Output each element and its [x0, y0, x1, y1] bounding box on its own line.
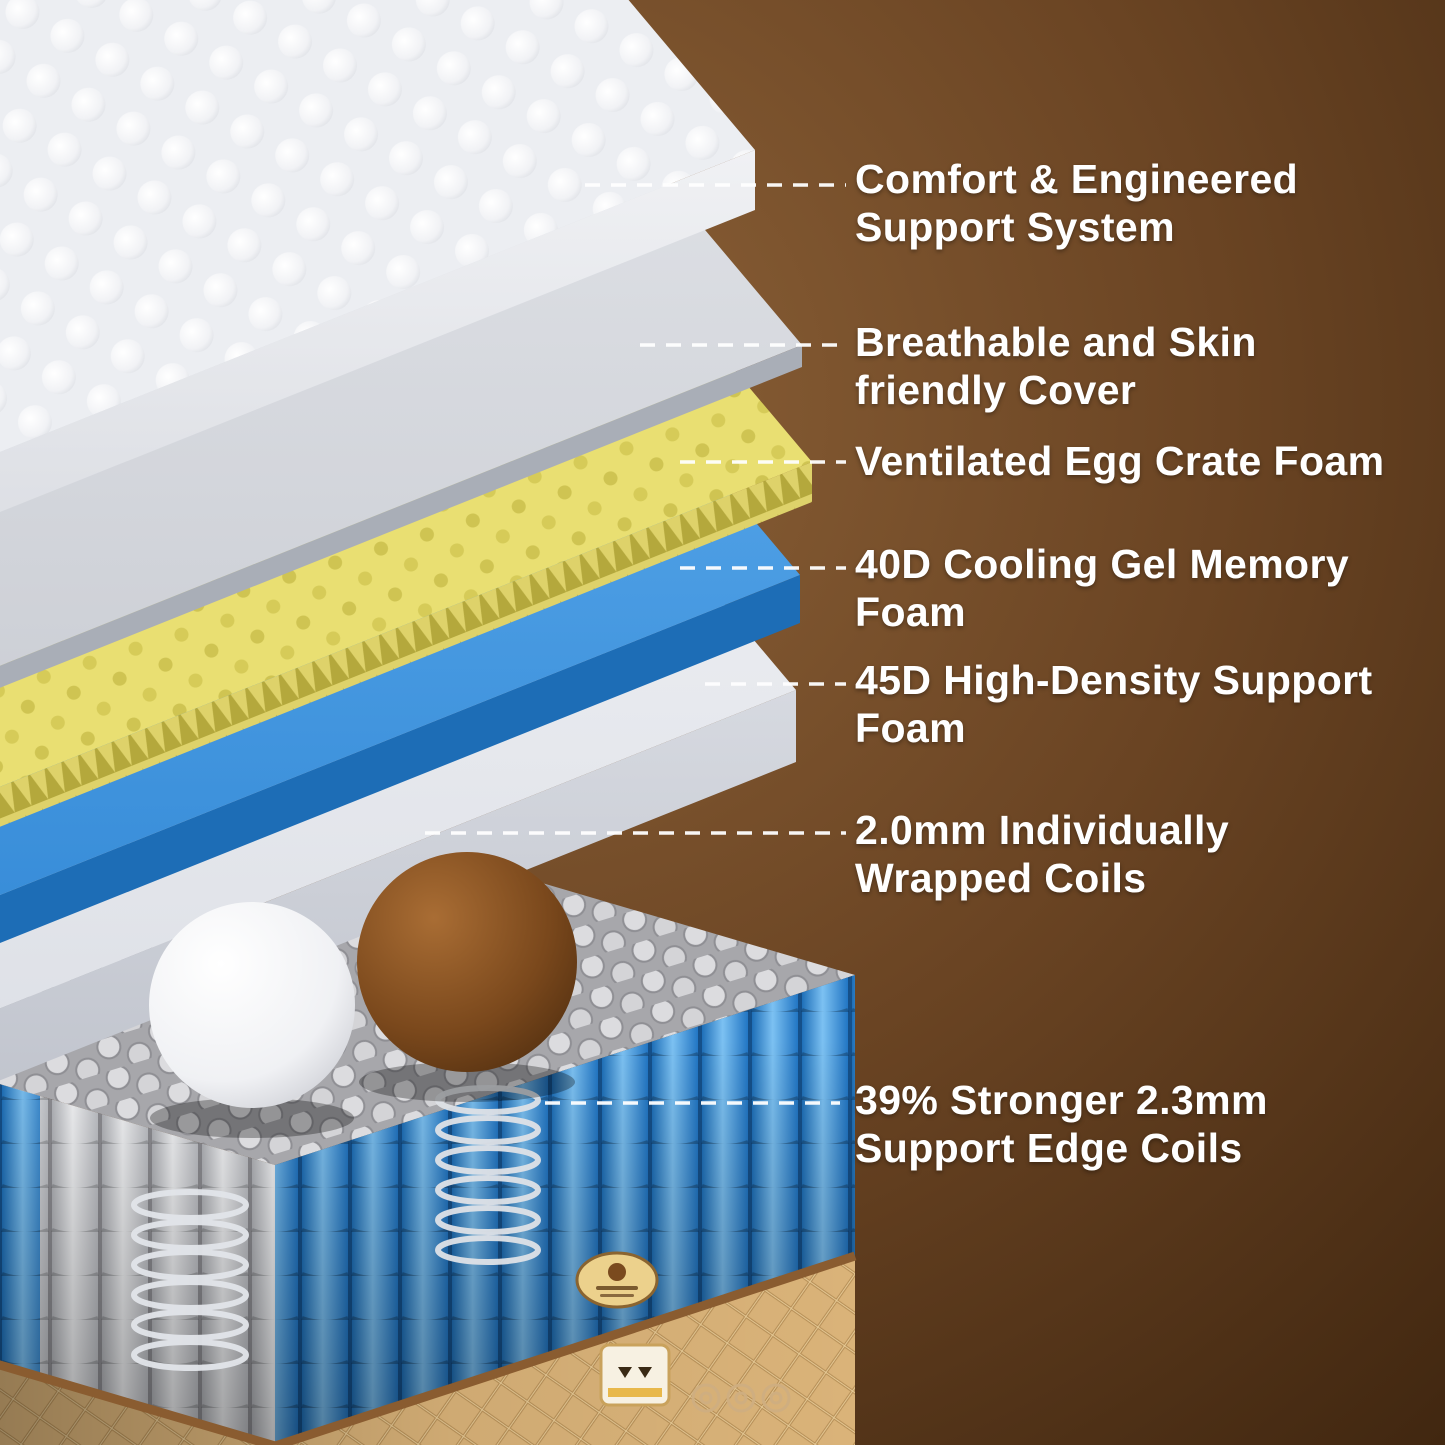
- mattress-base: [0, 1251, 857, 1445]
- ball-shadow: [150, 1098, 354, 1138]
- egg-crate-zigzag-edge: [0, 462, 812, 827]
- metal-spring: [435, 1085, 541, 1265]
- certification-icons: [691, 1383, 791, 1413]
- down-arrows-icon: [618, 1367, 652, 1378]
- chocolate-ball: [357, 852, 577, 1072]
- label-breathable-cover: Breathable and Skin friendly Cover: [855, 319, 1257, 413]
- certification-icon: [761, 1383, 791, 1413]
- piping-trim: [0, 1251, 857, 1445]
- label-cooling-gel-memory-foam: 40D Cooling Gel Memory Foam: [855, 541, 1350, 635]
- label-support-edge-coils: 39% Stronger 2.3mm Support Edge Coils: [855, 1077, 1268, 1171]
- metal-spring: [131, 1189, 249, 1371]
- label-wrapped-coils: 2.0mm Individually Wrapped Coils: [855, 807, 1230, 901]
- label-comfort-support-system: Comfort & Engineered Support System: [855, 156, 1299, 250]
- brand-badge: [575, 1251, 659, 1309]
- ball-shadow: [359, 1062, 575, 1102]
- certification-icon: [691, 1383, 721, 1413]
- leader-lines: [425, 183, 846, 1105]
- white-ball: [149, 902, 355, 1108]
- label-egg-crate-foam: Ventilated Egg Crate Foam: [855, 438, 1385, 484]
- care-instructions-tag: [599, 1343, 671, 1407]
- certification-icon: [726, 1383, 756, 1413]
- quilted-comfort-layer: [0, 0, 755, 512]
- label-high-density-support-foam: 45D High-Density Support Foam: [855, 657, 1373, 751]
